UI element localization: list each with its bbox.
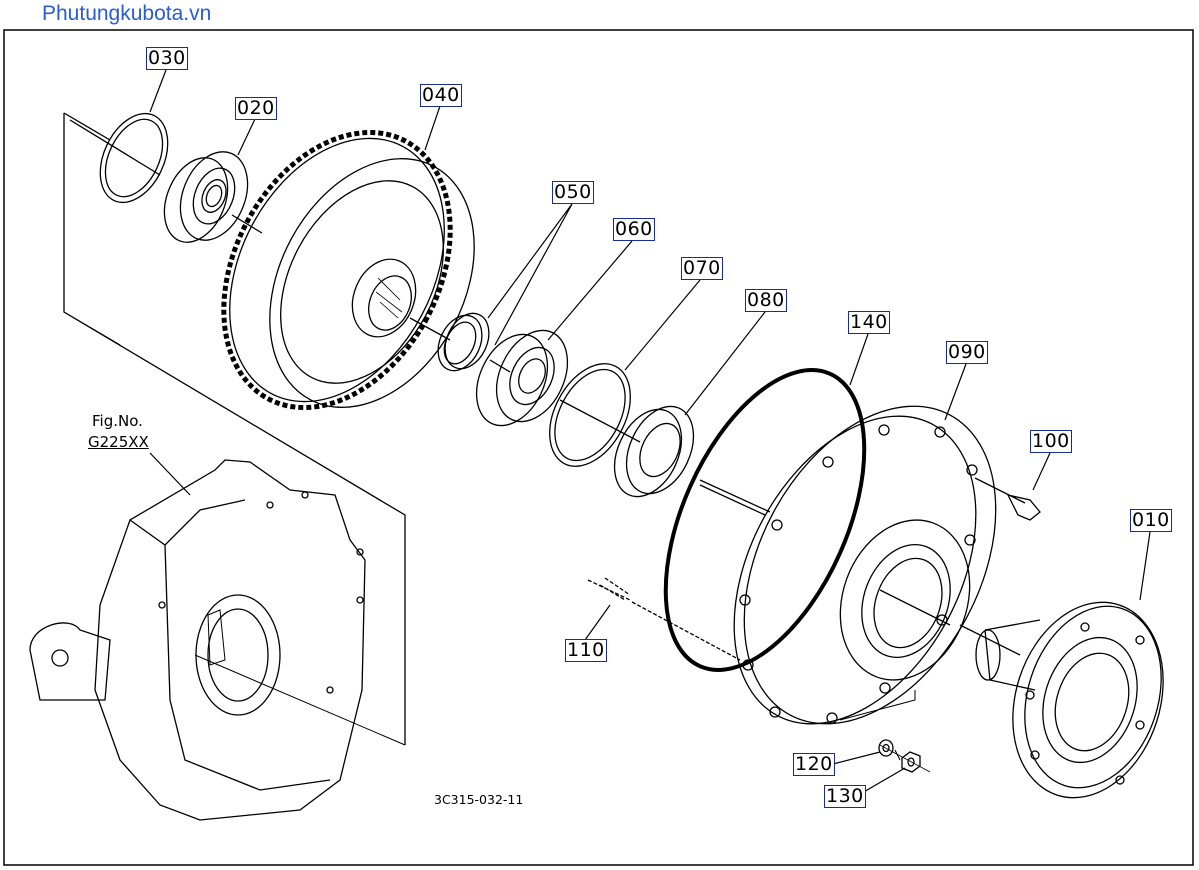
callout-090[interactable]: 090 — [946, 341, 988, 364]
callout-080[interactable]: 080 — [745, 289, 787, 312]
part-120-washer — [878, 739, 894, 757]
part-030-snap-ring — [99, 112, 169, 204]
callout-140[interactable]: 140 — [848, 311, 890, 334]
callout-110[interactable]: 110 — [565, 639, 607, 662]
callout-130[interactable]: 130 — [824, 785, 866, 808]
leader-lines — [149, 69, 1151, 794]
part-020-bearing — [163, 151, 249, 243]
part-130-nut — [901, 751, 921, 773]
figure-ref-number[interactable]: G225XX — [88, 433, 149, 451]
part-060-bearing — [475, 329, 569, 427]
callout-100[interactable]: 100 — [1030, 430, 1072, 453]
part-110-stud — [587, 577, 741, 661]
referenced-housing-fig — [29, 459, 406, 821]
callout-020[interactable]: 020 — [235, 97, 277, 120]
callout-030[interactable]: 030 — [146, 47, 188, 70]
assembly-frame-lines — [63, 112, 406, 745]
callout-010[interactable]: 010 — [1130, 509, 1172, 532]
axis-line-upper — [69, 119, 771, 513]
callout-050[interactable]: 050 — [552, 181, 594, 204]
part-080-oil-seal — [613, 405, 695, 498]
part-040-bevel-gear — [221, 129, 475, 411]
part-050-shims — [437, 312, 490, 372]
callout-060[interactable]: 060 — [613, 218, 655, 241]
callout-070[interactable]: 070 — [681, 257, 723, 280]
watermark-text: Phutungkubota.vn — [42, 2, 212, 25]
part-090-housing-cover — [699, 405, 1021, 761]
callout-120[interactable]: 120 — [793, 753, 835, 776]
part-100-bolt — [974, 477, 1041, 521]
diagram-border — [3, 29, 1194, 866]
part-140-o-ring — [663, 368, 867, 672]
figure-ref-label: Fig.No. — [92, 412, 143, 430]
drawing-code: 3C315-032-11 — [434, 792, 524, 807]
part-010-axle-flange — [975, 601, 1164, 799]
callout-040[interactable]: 040 — [420, 84, 462, 107]
part-070-ring — [549, 363, 631, 467]
